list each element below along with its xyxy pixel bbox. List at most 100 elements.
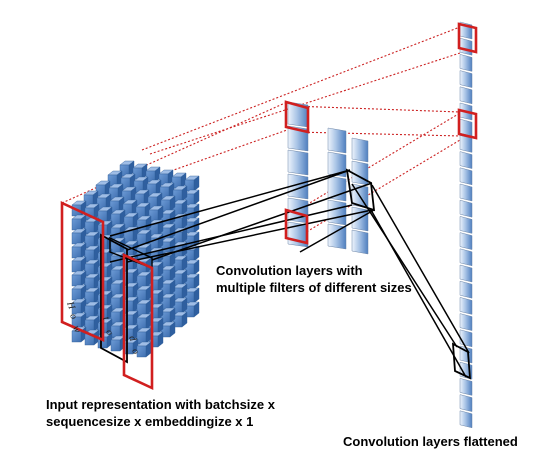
conv-layers-caption: Convolution layers with multiple filters… <box>216 262 412 296</box>
conv-cell <box>327 127 347 154</box>
connector-line <box>351 183 458 348</box>
input-cell <box>95 180 111 197</box>
flat-cell <box>459 248 473 267</box>
dotted-line <box>292 139 461 241</box>
input-cell <box>160 265 176 282</box>
filter-highlights <box>60 22 478 391</box>
conv-cell <box>351 137 369 163</box>
input-cell <box>171 172 187 189</box>
dotted-line <box>141 26 461 151</box>
flat-cell <box>459 232 473 250</box>
input-cell <box>172 255 188 272</box>
input-cell <box>172 269 188 286</box>
input-cell <box>122 199 138 216</box>
flat-cell <box>459 54 473 72</box>
input-cell <box>160 209 176 226</box>
input-cell <box>71 242 87 259</box>
input-filter-red-1 <box>60 200 105 342</box>
input-cell <box>123 324 139 341</box>
input-cell <box>136 257 152 274</box>
flat-filter-red-top <box>457 22 478 54</box>
connector-line <box>371 184 470 354</box>
input-cell <box>160 293 176 310</box>
input-cell <box>184 301 200 318</box>
input-cell <box>71 228 87 245</box>
connector-line <box>126 169 351 251</box>
input-cell <box>109 196 125 213</box>
flat-cell <box>459 329 473 348</box>
dotted-line <box>291 105 461 113</box>
flat-cell <box>459 37 473 56</box>
input-cell <box>84 231 100 248</box>
connector-line <box>370 209 467 378</box>
input-cell <box>71 256 87 273</box>
input-cell <box>136 215 152 232</box>
input-cell <box>132 163 148 180</box>
input-cell <box>71 270 87 287</box>
input-word-do: do <box>126 334 141 355</box>
input-cell <box>84 315 100 332</box>
conv-cell <box>327 151 347 178</box>
input-cell <box>84 301 100 318</box>
dotted-line <box>295 131 462 137</box>
input-cell <box>148 289 164 306</box>
input-caption-line-1: Input representation with batchsize x <box>46 397 275 412</box>
input-cell <box>84 245 100 262</box>
flat-cell <box>459 151 473 169</box>
dotted-line <box>292 112 461 214</box>
input-cell <box>108 183 124 200</box>
input-cell <box>184 175 200 192</box>
conv-cell <box>327 199 347 226</box>
input-cell <box>148 331 164 348</box>
input-filter-red-2 <box>122 252 154 391</box>
input-cell <box>97 332 113 349</box>
conv-cell <box>327 175 347 202</box>
input-cell <box>148 261 164 278</box>
input-cell <box>84 273 100 290</box>
conv-cell <box>327 223 347 250</box>
input-cell <box>160 321 176 338</box>
flat-cell <box>459 199 473 218</box>
input-cell <box>107 170 123 187</box>
input-cell <box>136 327 152 344</box>
conv-filter-red-top <box>284 100 310 134</box>
flattened-caption: Convolution layers flattened <box>343 433 518 450</box>
input-cell <box>136 341 152 358</box>
filter-connector-lines <box>100 168 472 380</box>
input-cell <box>172 185 188 202</box>
input-letter: w <box>70 324 83 334</box>
flat-cell <box>459 183 473 202</box>
input-cell <box>160 237 176 254</box>
flat-cell <box>459 394 473 412</box>
input-caption-line-2: sequencesize x embeddingize x 1 <box>46 414 254 429</box>
input-cell <box>123 212 139 229</box>
input-cell <box>184 259 200 276</box>
input-cell <box>172 199 188 216</box>
flattened-layer-column <box>459 21 473 429</box>
input-cell <box>120 173 136 190</box>
conv-cell <box>287 149 309 176</box>
flat-cell <box>459 410 473 429</box>
conv-column <box>327 127 347 250</box>
input-letter: o <box>67 312 79 320</box>
input-cell <box>146 179 162 196</box>
flat-cell <box>459 86 473 105</box>
conv-layers-caption-line-1: Convolution layers with <box>216 263 363 278</box>
flat-cell <box>459 280 473 299</box>
flat-cell <box>459 167 473 186</box>
input-letter: o <box>103 328 115 336</box>
conv-cell <box>351 229 369 255</box>
flat-filter-red-mid <box>457 108 478 140</box>
flat-cell <box>459 378 473 396</box>
input-cell <box>160 195 176 212</box>
flat-filter-box <box>451 342 472 380</box>
input-cell <box>136 271 152 288</box>
connector-line <box>109 169 351 237</box>
input-cell <box>71 214 87 231</box>
flattened-caption-line-1: Convolution layers flattened <box>343 434 518 449</box>
conv-filter-box <box>345 168 376 212</box>
input-cell <box>172 283 188 300</box>
input-cell <box>172 297 188 314</box>
connector-line <box>299 209 375 253</box>
